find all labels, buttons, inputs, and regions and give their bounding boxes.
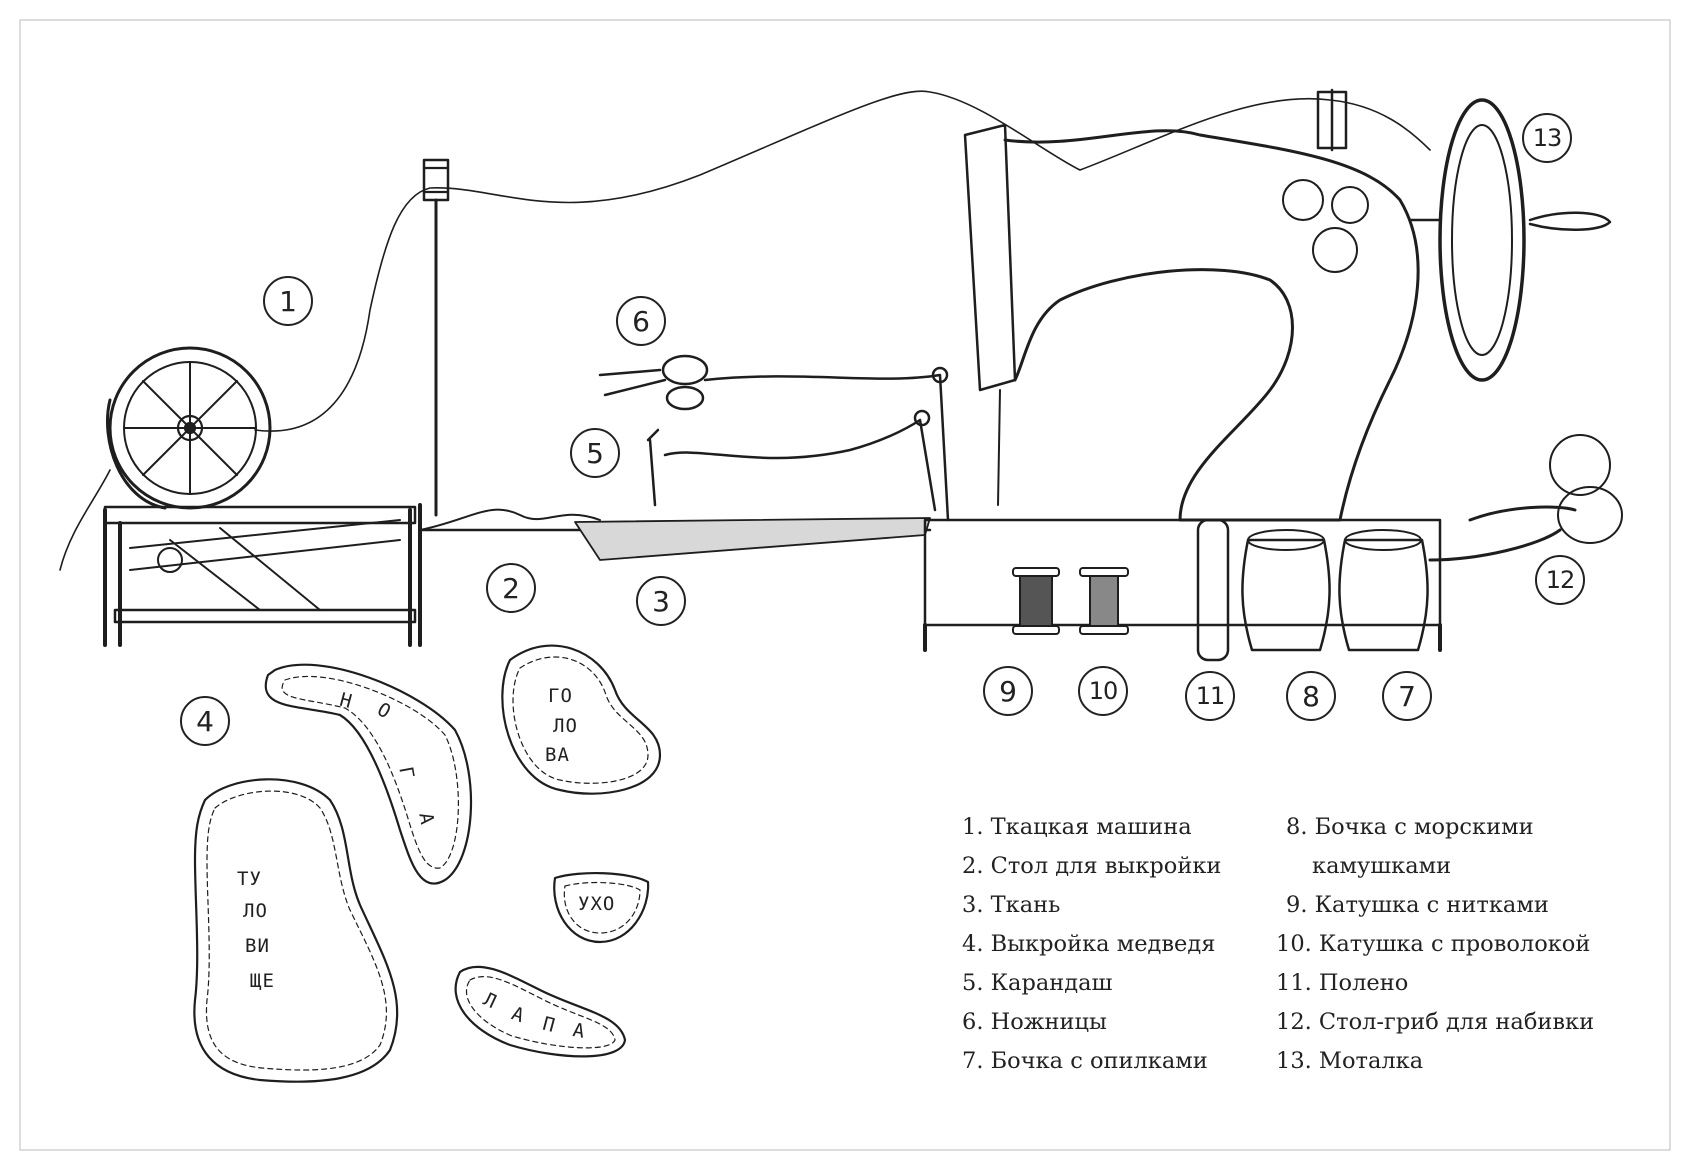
legend-item: 8. Бочка с морскими [1286, 814, 1534, 840]
marker-4: 4 [180, 696, 230, 746]
legend-item: 9. Катушка с нитками [1286, 892, 1549, 918]
marker-12: 12 [1535, 555, 1585, 605]
legend-item: 7. Бочка с опилками [962, 1048, 1208, 1074]
workbench [923, 518, 1442, 662]
label-body-2: ЛО [243, 900, 268, 922]
pattern-head [501, 644, 662, 795]
marker-3: 3 [636, 576, 686, 626]
marker-8: 8 [1286, 671, 1336, 721]
label-ukho: УХО [578, 893, 616, 915]
label-golova-2: ЛО [553, 715, 578, 737]
legend-item: 13. Моталка [1276, 1048, 1424, 1074]
marker-1: 1 [263, 276, 313, 326]
legend-item-continuation: камушками [1312, 853, 1452, 879]
label-body-4: ЩЕ [250, 970, 275, 992]
marker-13: 13 [1522, 113, 1572, 163]
thread-line [59, 90, 1431, 571]
fabric [574, 517, 931, 561]
pattern-leg [264, 663, 473, 885]
legend-item: 2. Стол для выкройки [962, 853, 1222, 879]
page-frame [19, 19, 1671, 1151]
teddy-bear [1428, 434, 1623, 562]
legend-item: 1. Ткацкая машина [962, 814, 1192, 840]
label-golova-1: ГО [548, 685, 573, 707]
label-body-1: ТУ [237, 868, 262, 890]
legend-item: 5. Карандаш [962, 970, 1113, 996]
pattern-paw [454, 965, 627, 1058]
marker-9: 9 [983, 666, 1033, 716]
marker-10: 10 [1078, 666, 1128, 716]
sewing-machine [963, 88, 1612, 522]
legend-right: 8. Бочка с морскими камушками 9. Катушка… [1276, 808, 1594, 1081]
weaving-machine [103, 158, 450, 647]
legend-item: 12. Стол-гриб для набивки [1276, 1009, 1595, 1035]
marker-11: 11 [1185, 671, 1235, 721]
legend-item: 10. Катушка с проволокой [1276, 931, 1591, 957]
legend-left: 1. Ткацкая машина 2. Стол для выкройки 3… [962, 808, 1221, 1081]
label-golova-3: ВА [545, 744, 570, 766]
tool-arms [598, 354, 950, 522]
label-body-3: ВИ [245, 935, 270, 957]
marker-5: 5 [570, 428, 620, 478]
cutting-table [418, 508, 932, 561]
bear-pattern-pieces [193, 644, 662, 1083]
marker-2: 2 [486, 563, 536, 613]
legend-item: 11. Полено [1276, 970, 1409, 996]
legend-item: 3. Ткань [962, 892, 1061, 918]
legend-item: 6. Ножницы [962, 1009, 1107, 1035]
legend-item: 4. Выкройка медведя [962, 931, 1216, 957]
marker-7: 7 [1382, 671, 1432, 721]
pattern-body [193, 778, 399, 1083]
marker-6: 6 [616, 296, 666, 346]
